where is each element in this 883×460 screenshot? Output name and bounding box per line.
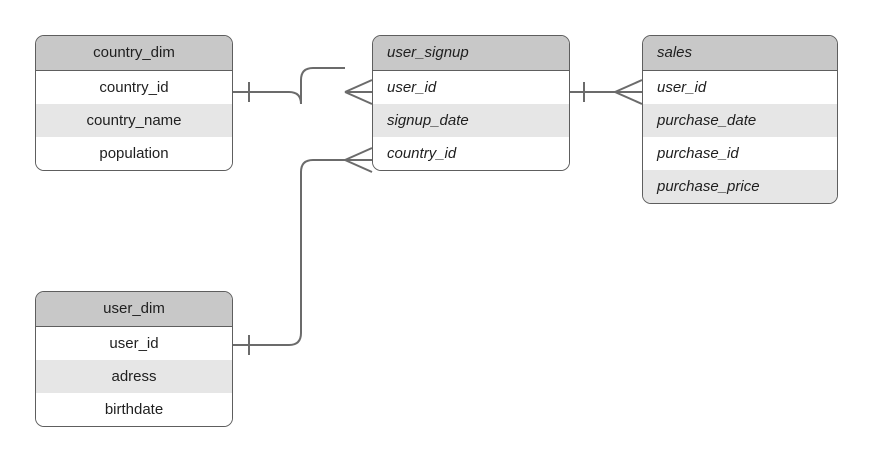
entity-user_signup[interactable]: user_signup user_id signup_date country_… <box>372 35 570 171</box>
relationship-country_dim-user_signup[interactable] <box>233 67 373 105</box>
entity-field-birthdate[interactable]: birthdate <box>36 393 232 426</box>
entity-field-adress[interactable]: adress <box>36 360 232 393</box>
entity-field-purchase_price[interactable]: purchase_price <box>643 170 837 203</box>
entity-field-country_id[interactable]: country_id <box>373 137 569 170</box>
cardinality-many-crowfoot <box>344 147 373 173</box>
entity-title-user_dim: user_dim <box>36 292 232 327</box>
entity-field-user_dim-user_id[interactable]: user_id <box>36 327 232 360</box>
entity-country_dim[interactable]: country_dim country_id country_name popu… <box>35 35 233 171</box>
cardinality-many-crowfoot <box>344 79 373 105</box>
entity-title-sales: sales <box>643 36 837 71</box>
entity-field-user_id[interactable]: user_id <box>373 71 569 104</box>
cardinality-many-crowfoot <box>614 79 643 105</box>
entity-title-user_signup: user_signup <box>373 36 569 71</box>
entity-field-sales-user_id[interactable]: user_id <box>643 71 837 104</box>
entity-field-population[interactable]: population <box>36 137 232 170</box>
entity-field-purchase_id[interactable]: purchase_id <box>643 137 837 170</box>
relationship-user_dim-user_signup[interactable] <box>233 147 373 355</box>
entity-field-country_id[interactable]: country_id <box>36 71 232 104</box>
entity-field-purchase_date[interactable]: purchase_date <box>643 104 837 137</box>
relationship-user_signup-sales[interactable] <box>570 79 643 105</box>
entity-title-country_dim: country_dim <box>36 36 232 71</box>
entity-field-country_name[interactable]: country_name <box>36 104 232 137</box>
entity-field-signup_date[interactable]: signup_date <box>373 104 569 137</box>
entity-sales[interactable]: sales user_id purchase_date purchase_id … <box>642 35 838 204</box>
entity-user_dim[interactable]: user_dim user_id adress birthdate <box>35 291 233 427</box>
